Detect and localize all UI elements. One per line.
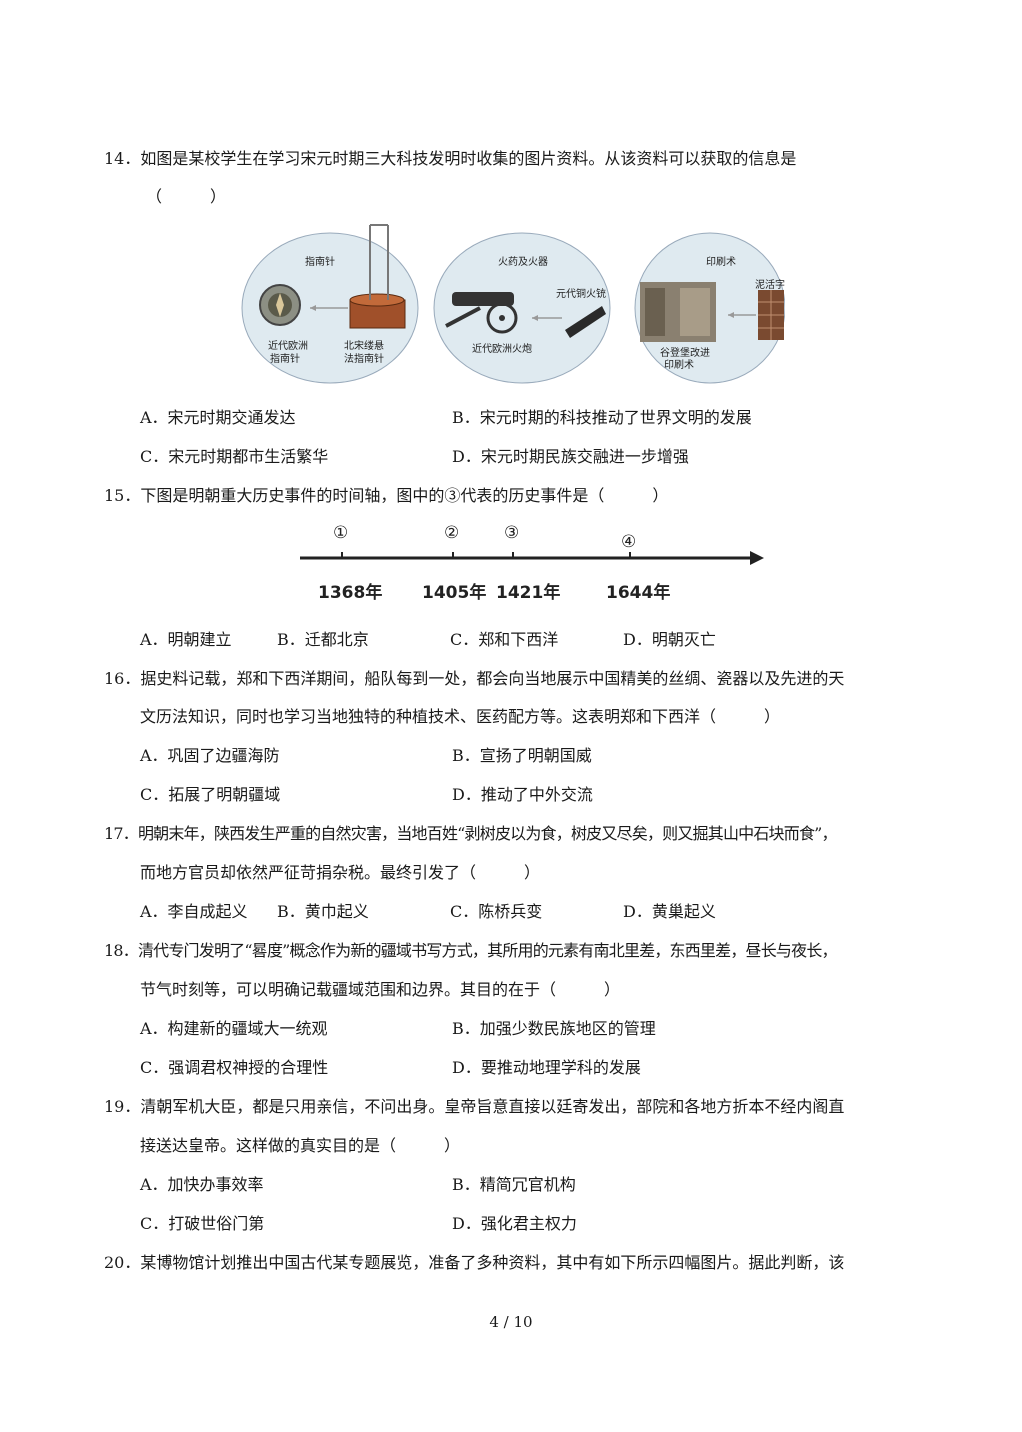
q18-stem-line2: 节气时刻等，可以明确记载疆域范围和边界。其目的在于（ ） xyxy=(140,980,621,999)
printing-title: 印刷术 xyxy=(706,257,736,268)
q14-option-c[interactable]: C．宋元时期都市生活繁华 xyxy=(140,447,329,466)
q18-option-c[interactable]: C．强调君权神授的合理性 xyxy=(140,1058,329,1077)
page-number: 4 / 10 xyxy=(489,1313,533,1331)
q16-option-b[interactable]: B．宣扬了明朝国威 xyxy=(452,746,592,765)
compass-label-european-2: 指南针 xyxy=(270,354,300,365)
timeline-axis xyxy=(300,551,764,565)
q14-option-b[interactable]: B．宋元时期的科技推动了世界文明的发展 xyxy=(452,408,752,427)
three-inventions-illustration xyxy=(241,224,786,384)
q18-option-a[interactable]: A．构建新的疆域大一统观 xyxy=(140,1019,328,1038)
q16-option-a[interactable]: A．巩固了边疆海防 xyxy=(140,746,280,765)
compass-label-european-1: 近代欧洲 xyxy=(268,341,308,352)
q20-stem-line1: 20．某博物馆计划推出中国古代某专题展览，准备了多种资料，其中有如下所示四幅图片… xyxy=(104,1253,845,1272)
q16-stem-line1: 16．据史料记载，郑和下西洋期间，船队每到一处，都会向当地展示中国精美的丝绸、瓷… xyxy=(104,669,845,688)
printing-label-gutenberg-1: 谷登堡改进 xyxy=(660,348,710,359)
q19-option-d[interactable]: D．强化君主权力 xyxy=(452,1214,577,1233)
q15-stem: 15．下图是明朝重大历史事件的时间轴，图中的③代表的历史事件是（ ） xyxy=(104,486,669,505)
q16-stem-line2: 文历法知识，同时也学习当地独特的种植技术、医药配方等。这表明郑和下西洋（ ） xyxy=(140,707,781,726)
q16-option-d[interactable]: D．推动了中外交流 xyxy=(452,785,593,804)
q14-stem: 14．如图是某校学生在学习宋元时期三大科技发明时收集的图片资料。从该资料可以获取… xyxy=(104,149,797,168)
q19-stem-line1: 19．清朝军机大臣，都是只用亲信，不问出身。皇帝旨意直接以廷寄发出，部院和各地方… xyxy=(104,1097,845,1116)
q18-option-d[interactable]: D．要推动地理学科的发展 xyxy=(452,1058,641,1077)
q17-option-b[interactable]: B．黄巾起义 xyxy=(277,902,369,921)
q15-option-a[interactable]: A．明朝建立 xyxy=(140,630,232,649)
q17-option-c[interactable]: C．陈桥兵变 xyxy=(450,902,543,921)
q14-option-d[interactable]: D．宋元时期民族交融进一步增强 xyxy=(452,447,689,466)
q18-stem-line1: 18．清代专门发明了“晷度”概念作为新的疆域书写方式，其所用的元素有南北里差，东… xyxy=(104,941,838,960)
european-compass-icon xyxy=(259,284,301,326)
q17-option-d[interactable]: D．黄巢起义 xyxy=(623,902,716,921)
gunpowder-label-cannon: 近代欧洲火炮 xyxy=(472,344,532,355)
q19-stem-line2: 接送达皇帝。这样做的真实目的是（ ） xyxy=(140,1136,461,1155)
q17-stem-line2: 而地方官员却依然严征苛捐杂税。最终引发了（ ） xyxy=(140,863,541,882)
q18-option-b[interactable]: B．加强少数民族地区的管理 xyxy=(452,1019,656,1038)
gutenberg-press-image xyxy=(640,282,716,342)
q19-option-a[interactable]: A．加快办事效率 xyxy=(140,1175,264,1194)
compass-label-song-1: 北宋缕悬 xyxy=(344,341,384,352)
printing-label-clay-type: 泥活字 xyxy=(755,280,785,291)
q15-option-c[interactable]: C．郑和下西洋 xyxy=(450,630,559,649)
song-suspended-compass-icon xyxy=(349,224,406,329)
clay-movable-type-icon xyxy=(758,290,784,340)
q14-option-a[interactable]: A．宋元时期交通发达 xyxy=(140,408,296,427)
gunpowder-label-yuan: 元代铜火铳 xyxy=(556,289,606,300)
compass-title: 指南针 xyxy=(305,257,335,268)
timeline-num-1: ① xyxy=(333,523,349,543)
printing-label-gutenberg-2: 印刷术 xyxy=(664,360,694,371)
q15-timeline: ① ② ③ ④ 1368年 1405年 1421年 1644年 xyxy=(300,520,765,605)
q16-option-c[interactable]: C．拓展了明朝疆域 xyxy=(140,785,281,804)
timeline-year-2: 1405年 xyxy=(422,583,487,603)
timeline-num-2: ② xyxy=(444,523,460,543)
gunpowder-panel xyxy=(433,232,611,384)
q14-figure: 指南针 近代欧洲 指南针 北宋缕悬 法指南针 火药及火器 元代铜火铳 近代欧洲火… xyxy=(240,220,786,390)
q15-option-b[interactable]: B．迁都北京 xyxy=(277,630,369,649)
timeline-arrow-icon xyxy=(750,551,764,565)
q17-stem-line1: 17．明朝末年，陕西发生严重的自然灾害，当地百姓“剥树皮以为食，树皮又尽矣，则又… xyxy=(104,824,838,843)
q14-answer-paren: （ ） xyxy=(146,187,227,206)
gunpowder-title: 火药及火器 xyxy=(498,257,548,268)
timeline-year-3: 1421年 xyxy=(496,583,561,603)
q15-option-d[interactable]: D．明朝灭亡 xyxy=(623,630,716,649)
timeline-num-4: ④ xyxy=(621,532,637,552)
european-cannon-icon xyxy=(445,292,518,334)
q19-option-c[interactable]: C．打破世俗门第 xyxy=(140,1214,265,1233)
timeline-year-1: 1368年 xyxy=(318,583,383,603)
q17-option-a[interactable]: A．李自成起义 xyxy=(140,902,248,921)
compass-label-song-2: 法指南针 xyxy=(344,354,384,365)
yuan-bronze-gun-icon xyxy=(565,306,606,338)
timeline-num-3: ③ xyxy=(504,523,520,543)
timeline-year-4: 1644年 xyxy=(606,583,671,603)
q19-option-b[interactable]: B．精简冗官机构 xyxy=(452,1175,576,1194)
